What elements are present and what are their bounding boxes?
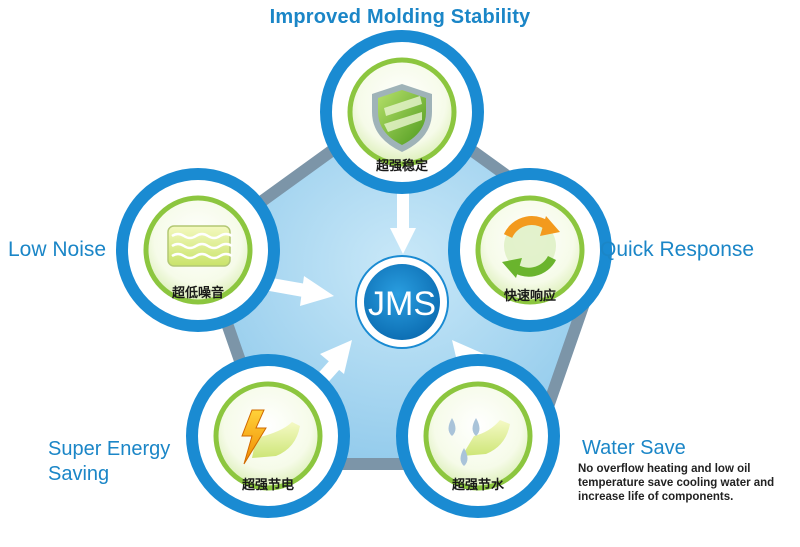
water-save-description: No overflow heating and low oil temperat… xyxy=(578,463,775,503)
label-line: Super Energy xyxy=(48,438,171,460)
label-quick-response: Quick Response xyxy=(600,238,755,261)
label-water-save: Water Save xyxy=(582,437,686,459)
label-low-noise: Low Noise xyxy=(8,238,107,261)
center-node: JMS xyxy=(355,255,449,349)
node-quick-response: 快速响应 xyxy=(448,168,612,332)
shield-icon xyxy=(372,84,432,152)
water-drops-icon xyxy=(448,418,510,466)
label-super-energy-saving: Super Energy Saving xyxy=(48,437,170,487)
lightning-bolt-icon xyxy=(241,409,300,465)
node-improved-molding-stability: 超强稳定 xyxy=(320,30,484,194)
node-cn-label: 快速响应 xyxy=(504,288,556,304)
node-cn-label: 超强节水 xyxy=(452,477,505,493)
node-cn-label: 超低噪音 xyxy=(172,285,224,301)
node-cn-label: 超强节电 xyxy=(242,477,294,493)
node-water-save: 超强节水 xyxy=(396,354,560,518)
arrow-top xyxy=(390,190,416,254)
label-line: Saving xyxy=(48,463,110,485)
label-improved-molding-stability: Improved Molding Stability xyxy=(269,6,531,28)
node-low-noise: 超低噪音 xyxy=(116,168,280,332)
wave-lines-icon xyxy=(167,225,233,267)
refresh-cycle-icon xyxy=(502,216,560,278)
node-super-energy-saving: 超强节电 xyxy=(186,354,350,518)
center-label: JMS xyxy=(368,285,436,323)
node-cn-label: 超强稳定 xyxy=(376,158,428,174)
